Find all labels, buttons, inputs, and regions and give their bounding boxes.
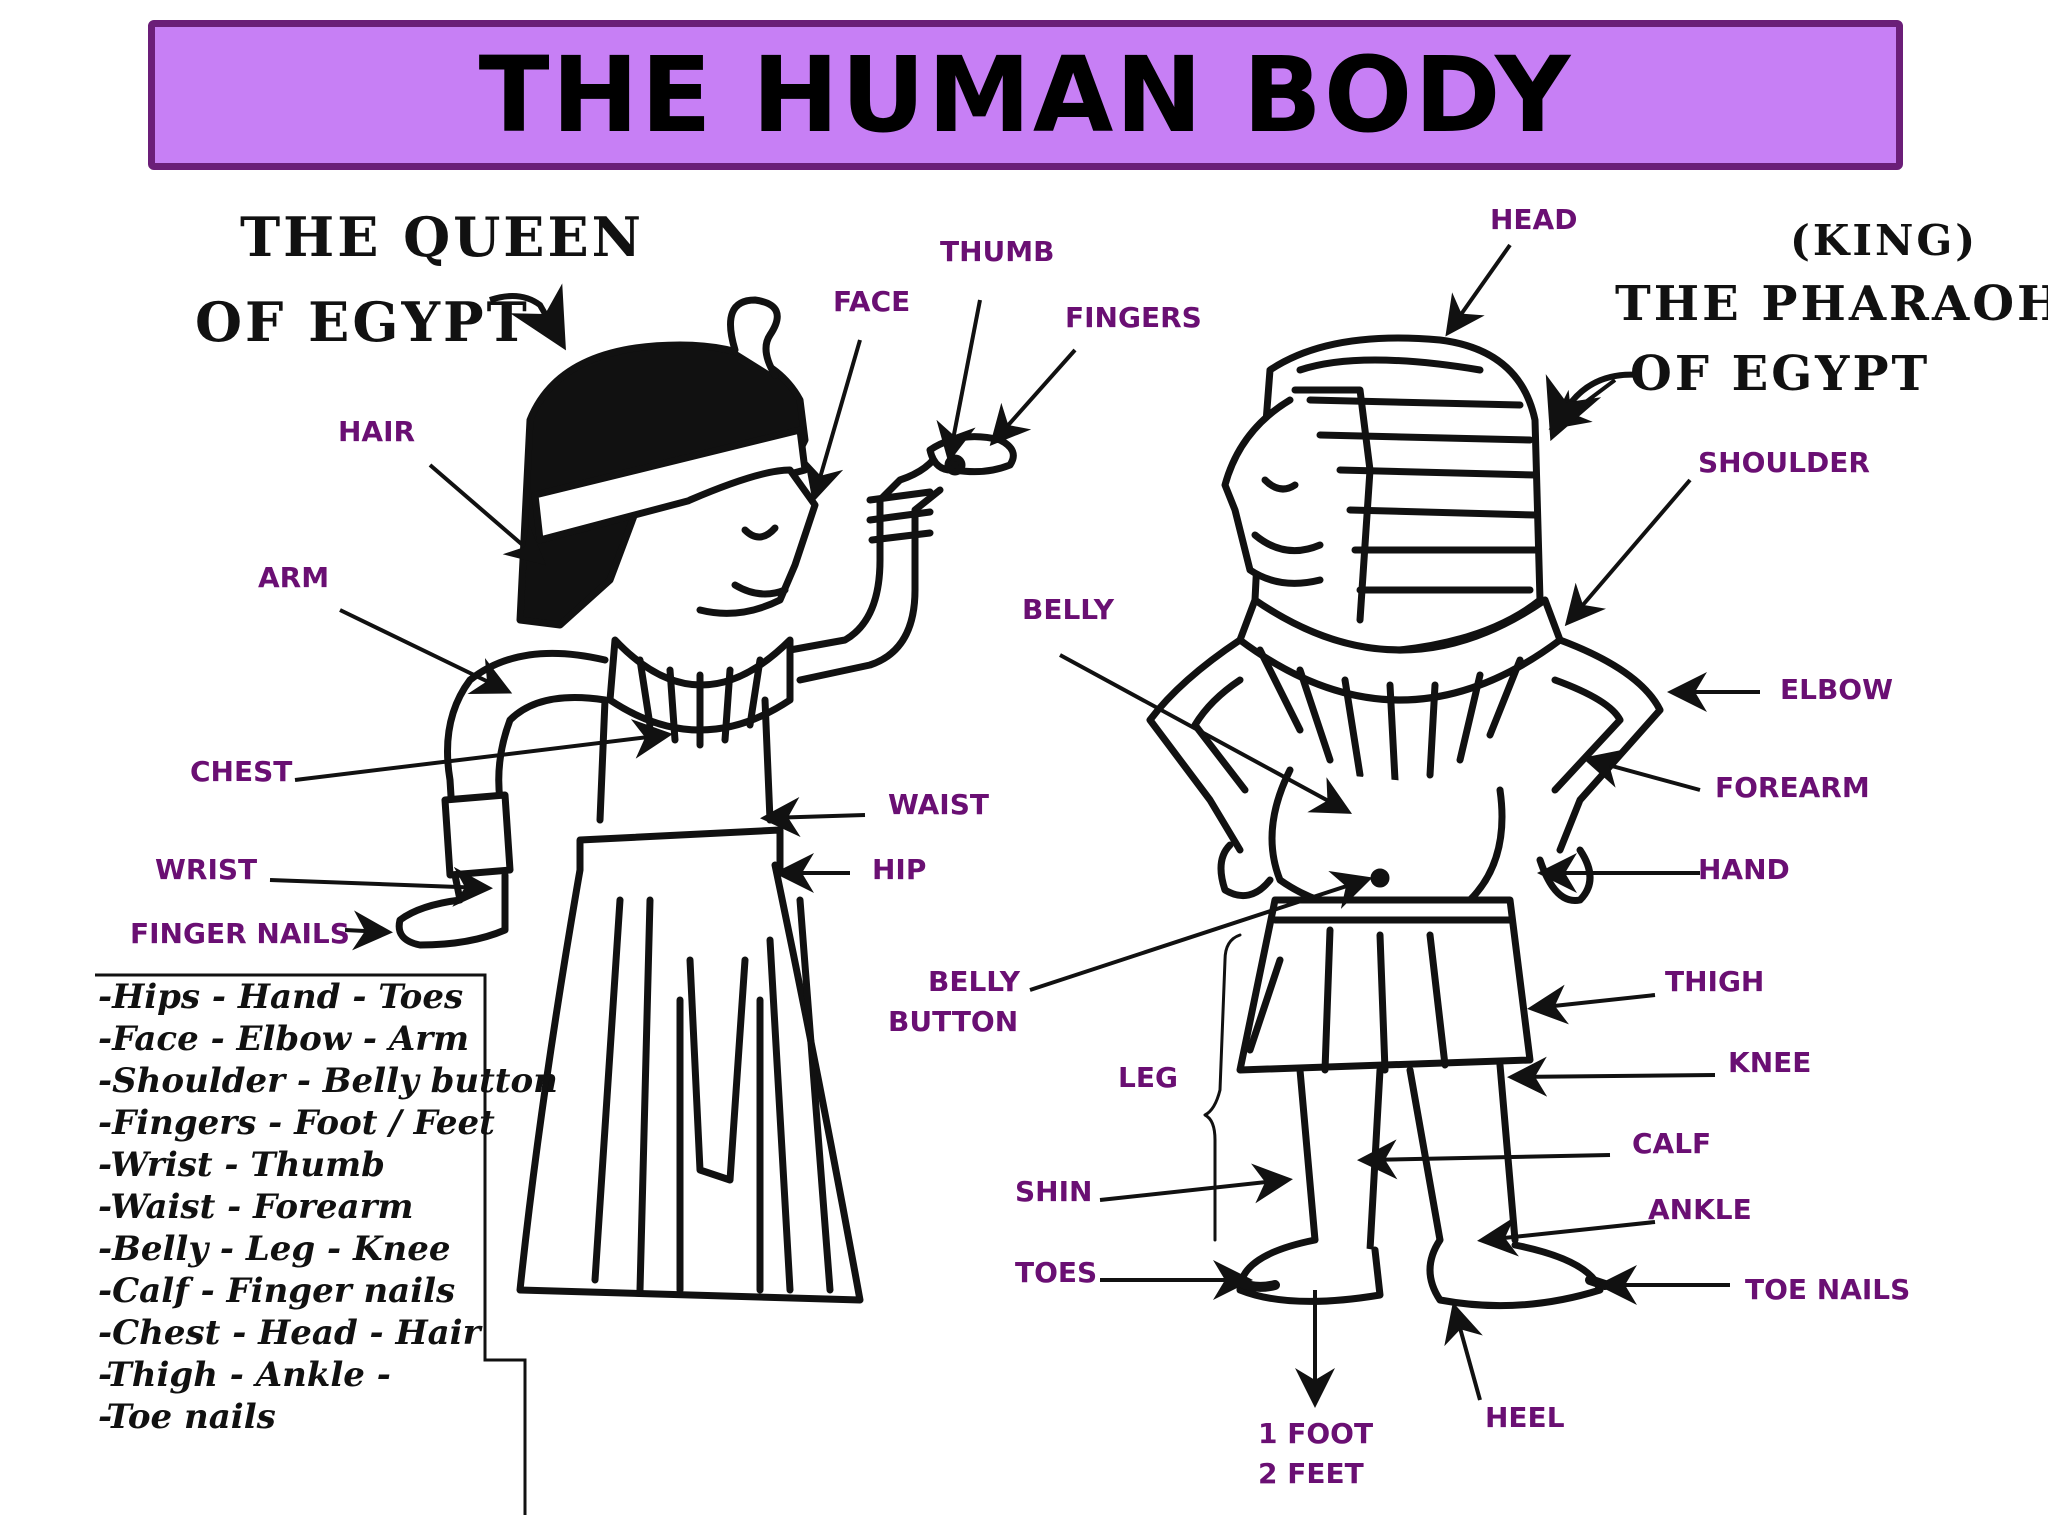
label-finger-nails: FINGER NAILS [130,917,350,950]
label-head: HEAD [1490,203,1578,236]
pharaoh-caption-line1: (KING) [1790,216,1979,265]
word-list-line: -Calf - Finger nails [98,1271,456,1311]
word-list-border [95,973,527,1515]
word-list-line: -Chest - Head - Hair [98,1313,481,1353]
word-list-line: -Thigh - Ankle - [98,1355,391,1395]
label-ankle: ANKLE [1648,1193,1752,1226]
label-foot: 1 FOOT [1258,1417,1374,1450]
label-leg: LEG [1118,1061,1178,1094]
word-list-line: -Shoulder - Belly button [98,1061,558,1101]
word-list-line: -Face - Elbow - Arm [98,1019,470,1059]
queen-caption-line1: THE QUEEN [240,205,644,269]
label-toes: TOES [1015,1256,1098,1289]
label-heel: HEEL [1485,1401,1565,1434]
label-shoulder: SHOULDER [1698,446,1870,479]
label-knee: KNEE [1728,1046,1812,1079]
queen-caption-line2: OF EGYPT [195,290,530,354]
label-feet: 2 FEET [1258,1457,1364,1490]
handwritten-word-list: -Hips - Hand - Toes -Face - Elbow - Arm … [98,976,558,1438]
pharaoh-caption-line3: OF EGYPT [1630,346,1931,402]
label-hip: HIP [872,853,927,886]
label-belly-button-line2: BUTTON [888,1005,1019,1038]
label-shin: SHIN [1015,1175,1093,1208]
label-belly: BELLY [1022,593,1115,626]
pharaoh-caption-line2: THE PHARAOH [1615,276,2048,332]
label-belly-button-line1: BELLY [928,965,1021,998]
queen-face [686,466,819,617]
word-list-line: -Toe nails [98,1397,276,1437]
label-hand: HAND [1698,853,1790,886]
word-list-line: -Fingers - Foot / Feet [98,1103,495,1143]
label-thumb: THUMB [940,235,1055,268]
queen-skirt [516,861,864,1304]
label-arm: ARM [258,561,330,594]
label-toe-nails: TOE NAILS [1745,1273,1911,1306]
label-face: FACE [833,285,911,318]
label-wrist: WRIST [155,853,258,886]
label-fingers: FINGERS [1065,301,1202,334]
label-waist: WAIST [888,788,989,821]
label-hair: HAIR [338,415,416,448]
page-title: THE HUMAN BODY [478,34,1573,156]
word-list-line: -Hips - Hand - Toes [98,977,464,1017]
queen-hand [926,433,1017,476]
label-forearm: FOREARM [1715,771,1870,804]
title-banner: THE HUMAN BODY [148,20,1903,170]
label-chest: CHEST [190,755,293,788]
label-pointer-lines [269,243,1760,1408]
word-list-line: -Wrist - Thumb [98,1145,385,1185]
queen-raised-arm [786,446,944,654]
label-elbow: ELBOW [1780,673,1893,706]
word-list-line: -Waist - Forearm [98,1187,414,1227]
queen-cobra [727,296,781,379]
pharaoh-right-arm [1556,636,1664,854]
label-calf: CALF [1632,1127,1712,1160]
word-list-line: -Belly - Leg - Knee [98,1229,451,1269]
pharaoh-left-arm [1146,636,1244,854]
label-thigh: THIGH [1665,965,1765,998]
